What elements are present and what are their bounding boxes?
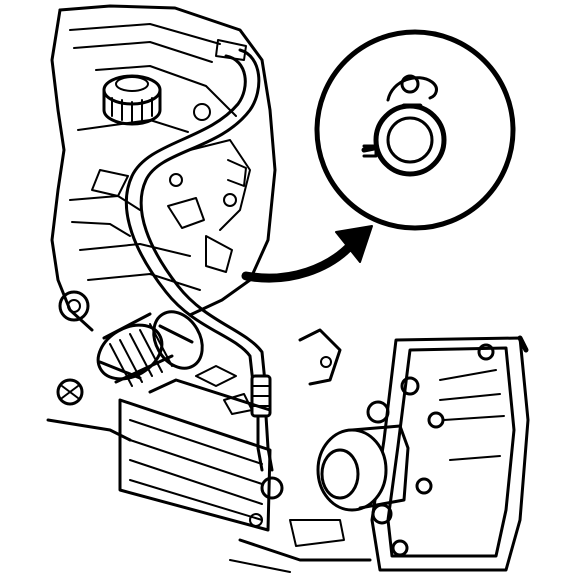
oil-filter <box>96 310 204 387</box>
engine-block <box>50 4 277 332</box>
oil-filler-cap <box>102 74 162 126</box>
fuel-line <box>124 39 268 394</box>
lower-frame <box>229 328 372 573</box>
transmission-housing <box>370 335 530 572</box>
hose-clamp-icon <box>361 74 447 177</box>
oil-pan <box>118 365 284 532</box>
alternator-mount <box>46 290 132 442</box>
detail-inset-circle <box>314 29 516 231</box>
starter-motor <box>289 400 410 547</box>
callout-arrow <box>241 225 373 283</box>
